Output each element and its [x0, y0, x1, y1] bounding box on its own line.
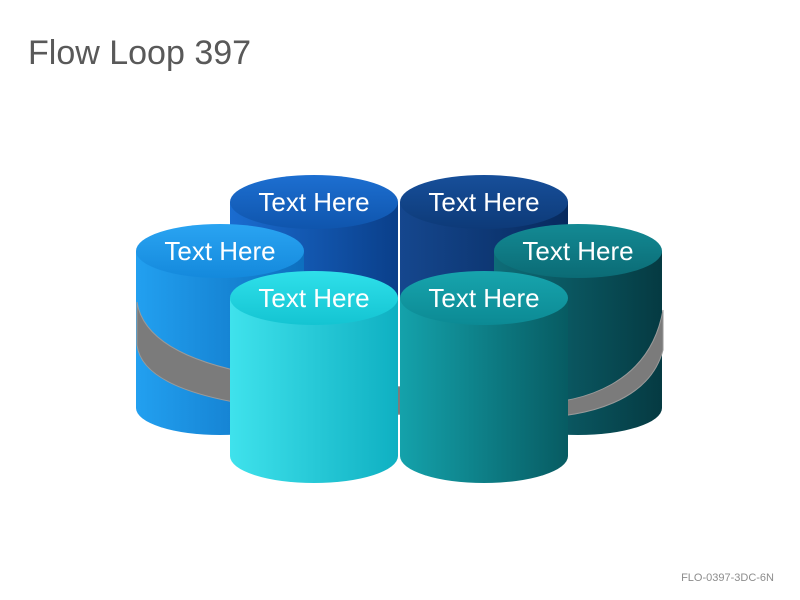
cylinder-label: Text Here: [428, 187, 539, 217]
cylinder-front-right[interactable]: Text Here: [400, 271, 568, 483]
page-title: Flow Loop 397: [28, 34, 252, 72]
cylinder-top: [494, 224, 662, 278]
cylinder-label: Text Here: [428, 283, 539, 313]
cylinder-label: Text Here: [258, 283, 369, 313]
cylinder-label: Text Here: [164, 236, 275, 266]
cylinder-top: [230, 271, 398, 325]
cylinder-body: [400, 298, 568, 483]
cylinder-top: [400, 271, 568, 325]
slide-code: FLO-0397-3DC-6N: [681, 572, 774, 584]
cylinder-body: [230, 298, 398, 483]
cylinder-top: [400, 175, 568, 229]
cylinder-label: Text Here: [522, 236, 633, 266]
cylinder-top: [230, 175, 398, 229]
cylinder-front-left[interactable]: Text Here: [230, 271, 398, 483]
flow-arrow-tail-right: [524, 309, 664, 419]
cylinder-top: [136, 224, 304, 278]
cylinder-label: Text Here: [258, 187, 369, 217]
